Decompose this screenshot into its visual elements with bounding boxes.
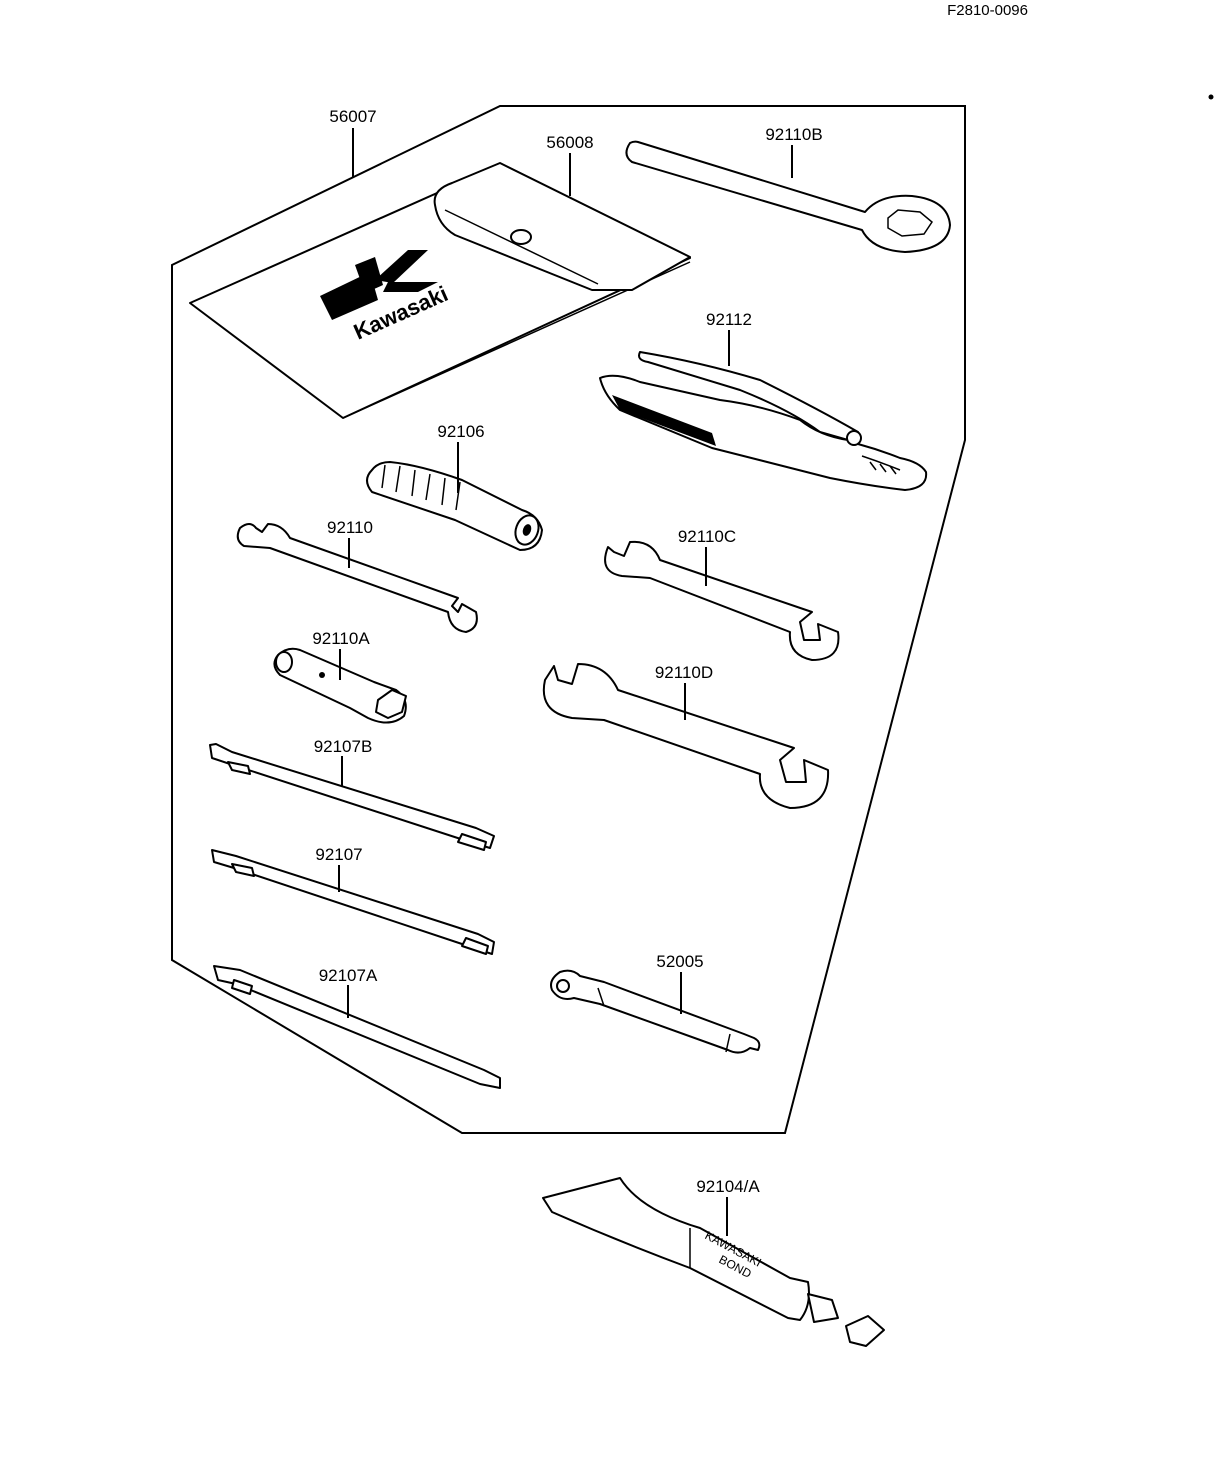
screwdriver-bit-drawing <box>211 849 495 955</box>
label-92107A: 92107A <box>319 966 378 985</box>
label-92110: 92110 <box>327 518 373 537</box>
diagram-code: F2810-0096 <box>947 2 1028 19</box>
hex-wrench-extension-drawing <box>550 969 761 1054</box>
leader-lines <box>338 128 793 1236</box>
screwdriver-bit-a-drawing <box>213 965 501 1089</box>
spark-plug-wrench-drawing <box>273 647 407 724</box>
label-92107: 92107 <box>315 845 362 864</box>
scan-dot <box>1208 94 1214 100</box>
label-92110B: 92110B <box>765 125 822 144</box>
label-92110A: 92110A <box>312 629 370 648</box>
label-92107B: 92107B <box>314 737 373 756</box>
screwdriver-bit-b-drawing <box>209 743 495 851</box>
label-92106: 92106 <box>437 422 484 441</box>
pliers-drawing <box>599 351 928 491</box>
tool-pouch-drawing: Kawasaki <box>189 162 691 419</box>
part-labels: 56007 56008 92110B 92112 92106 92110 921… <box>312 107 822 1196</box>
label-56007: 56007 <box>329 107 376 126</box>
open-end-wrench-large-drawing <box>542 663 830 809</box>
label-92104A: 92104/A <box>696 1177 760 1196</box>
label-92112: 92112 <box>706 310 752 329</box>
open-end-wrench-small-drawing <box>236 523 478 633</box>
bond-tube-drawing: KAWASAKI BOND <box>542 1177 885 1347</box>
label-56008: 56008 <box>546 133 593 152</box>
ring-wrench-drawing <box>625 140 951 253</box>
label-92110D: 92110D <box>655 663 713 682</box>
tool-bag-outline <box>171 105 966 1134</box>
label-52005: 52005 <box>656 952 703 971</box>
label-92110C: 92110C <box>678 527 736 546</box>
screwdriver-handle-drawing <box>366 461 543 551</box>
open-end-wrench-medium-drawing <box>604 540 840 661</box>
